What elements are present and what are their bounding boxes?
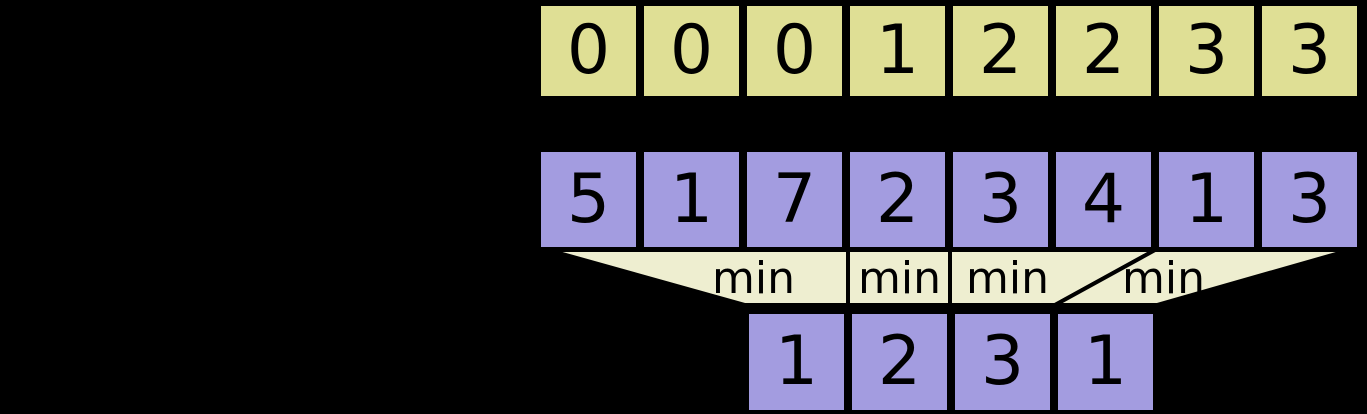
value-cell: 3: [1258, 148, 1361, 251]
value-cell: 1: [1155, 148, 1258, 251]
index-cell: 3: [1258, 2, 1361, 100]
index-cell: 3: [1155, 2, 1258, 100]
value-cell: 5: [537, 148, 640, 251]
min-label: min: [712, 253, 795, 304]
value-cell: 4: [1052, 148, 1155, 251]
value-cell: 7: [743, 148, 846, 251]
index-cell: 0: [537, 2, 640, 100]
result-cell: 1: [1054, 310, 1157, 414]
min-trapezoid-1: [547, 248, 850, 307]
result-cell: 1: [745, 310, 848, 414]
value-cell: 1: [640, 148, 743, 251]
index-cell: 1: [846, 2, 949, 100]
value-cell: 2: [846, 148, 949, 251]
result-cell: 2: [848, 310, 951, 414]
index-cell: 0: [743, 2, 846, 100]
value-cell: 3: [949, 148, 1052, 251]
index-cell: 0: [640, 2, 743, 100]
result-cell: 3: [951, 310, 1054, 414]
min-label: min: [858, 253, 941, 304]
min-label: min: [966, 253, 1049, 304]
min-label: min: [1122, 253, 1205, 304]
index-cell: 2: [949, 2, 1052, 100]
index-cell: 2: [1052, 2, 1155, 100]
